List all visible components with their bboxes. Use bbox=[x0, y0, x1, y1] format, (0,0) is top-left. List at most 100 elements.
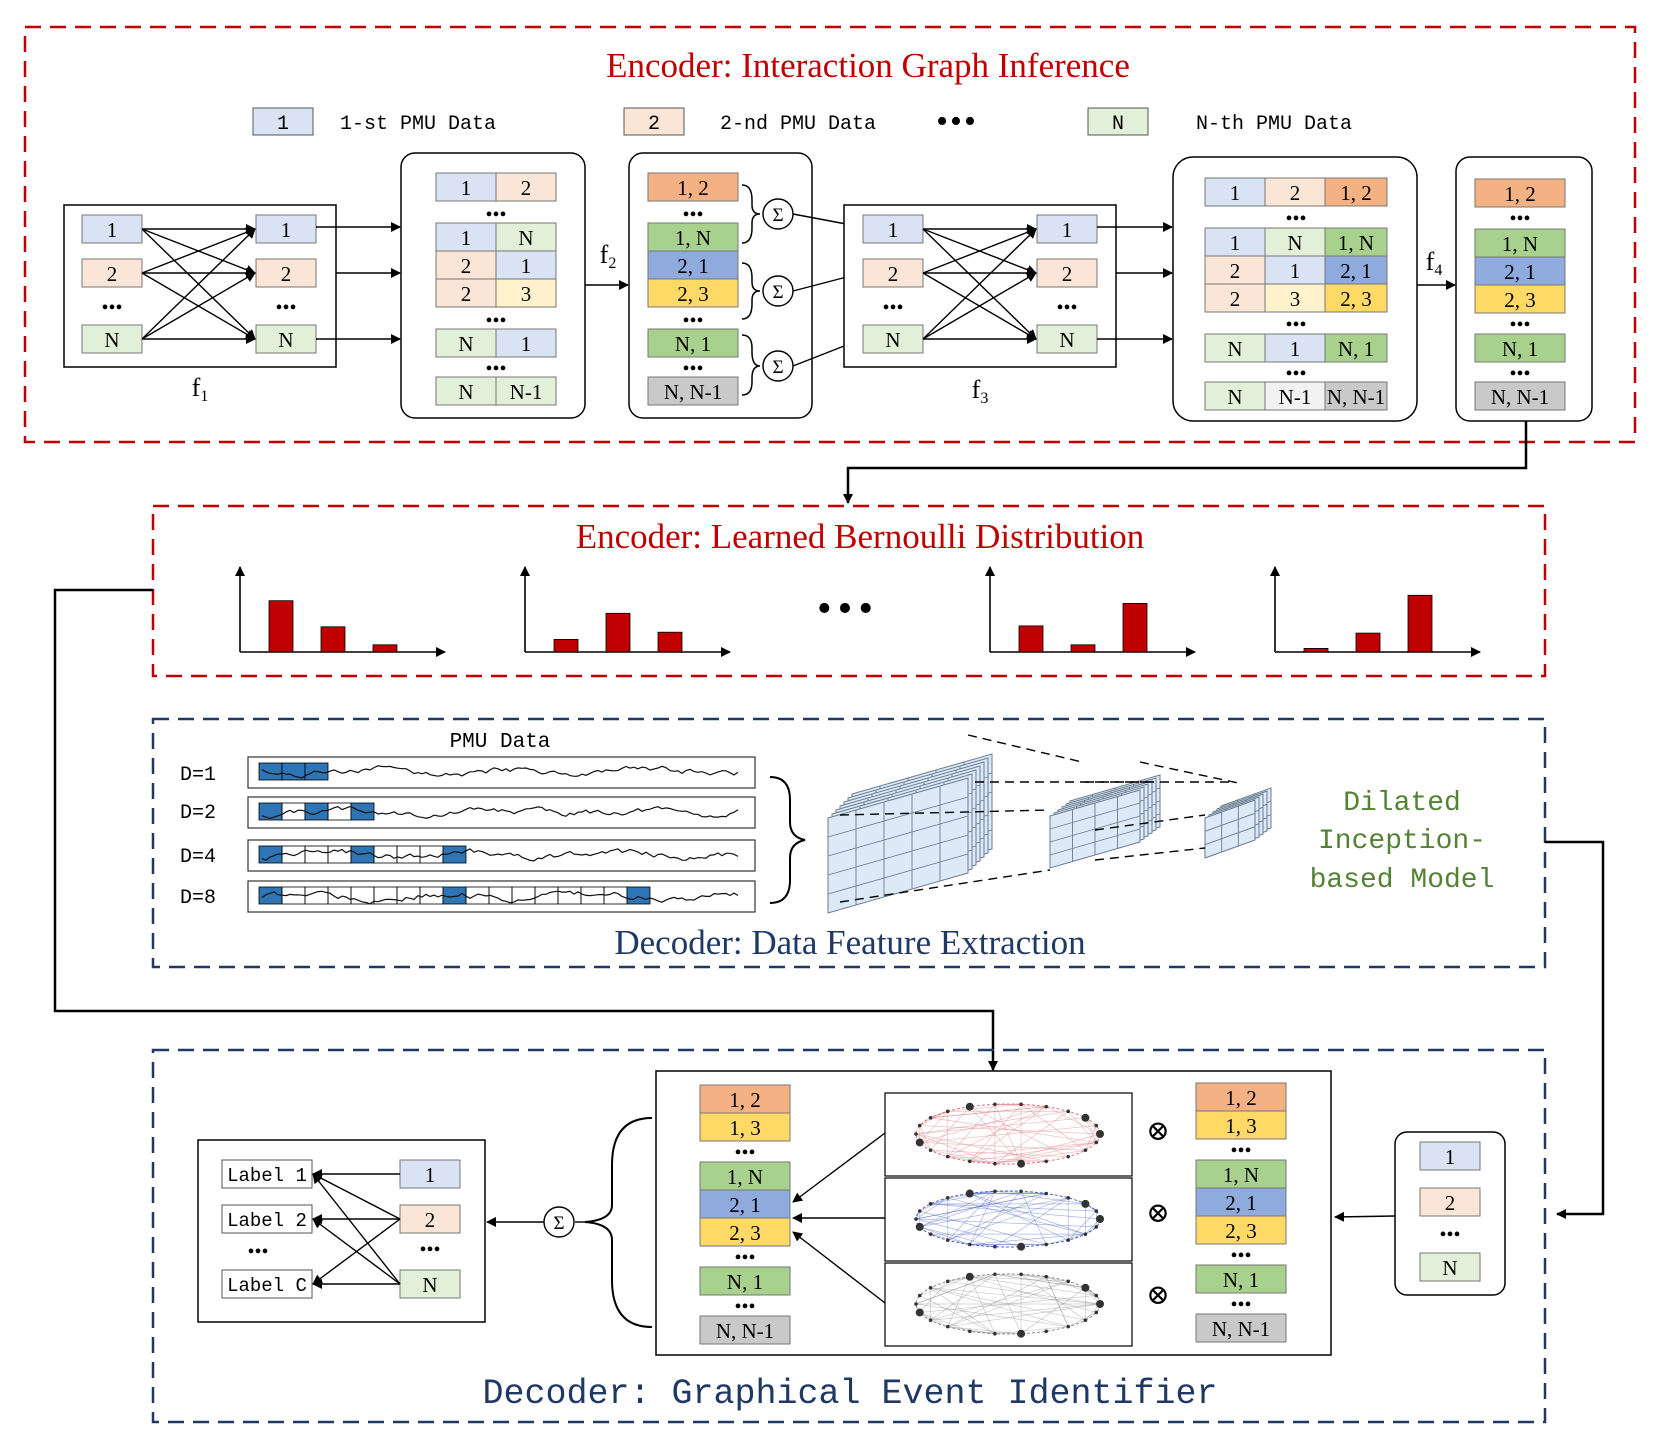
bar bbox=[268, 600, 294, 653]
graph-edge bbox=[930, 1287, 1069, 1328]
graph-node bbox=[1019, 1272, 1023, 1277]
bernoulli-dots: ••• bbox=[817, 586, 879, 632]
graph-edge bbox=[1045, 1276, 1069, 1327]
graph-node bbox=[1044, 1191, 1049, 1196]
graph-edge bbox=[1067, 1210, 1097, 1241]
graph-edge bbox=[930, 1287, 1086, 1321]
svg-text:1: 1 bbox=[461, 226, 472, 250]
svg-text:2, 3: 2, 3 bbox=[1225, 1219, 1257, 1243]
graph-node bbox=[993, 1189, 997, 1194]
svg-text:N, N-1: N, N-1 bbox=[716, 1319, 774, 1343]
feature-map-layer bbox=[827, 777, 969, 914]
graph-node bbox=[945, 1324, 950, 1329]
graph-edge bbox=[1020, 1104, 1086, 1151]
graph-edge bbox=[994, 1149, 1086, 1165]
bar bbox=[320, 626, 346, 653]
graph-edge bbox=[969, 1193, 1086, 1235]
graph-node bbox=[1083, 1318, 1088, 1323]
graph-edge bbox=[994, 1142, 1097, 1165]
otimes-symbol: ⊗ bbox=[1146, 1280, 1169, 1311]
svg-text:•••: ••• bbox=[734, 1247, 755, 1269]
bar bbox=[1355, 632, 1381, 653]
legend: 1 1-st PMU Data 2 2-nd PMU Data ••• N N-… bbox=[252, 103, 1352, 140]
graph-edge bbox=[947, 1326, 1022, 1335]
svg-text:2, 1: 2, 1 bbox=[677, 254, 709, 278]
graph-edge bbox=[919, 1190, 1022, 1228]
bar bbox=[1303, 648, 1329, 653]
connector-encoder-to-bernoulli bbox=[843, 421, 1528, 504]
encoder-graph-title: Encoder: Interaction Graph Inference bbox=[606, 46, 1130, 85]
graph-node bbox=[1096, 1300, 1104, 1308]
graph-node bbox=[1017, 1159, 1026, 1168]
svg-text:1: 1 bbox=[521, 254, 532, 278]
svg-text:1: 1 bbox=[1230, 181, 1241, 205]
graph-node bbox=[914, 1302, 918, 1306]
graph-edge bbox=[969, 1106, 1047, 1162]
graph-node bbox=[1044, 1329, 1049, 1334]
graph-node bbox=[1083, 1232, 1088, 1236]
graph-node bbox=[928, 1232, 933, 1236]
bar bbox=[1407, 594, 1433, 653]
graph-edge bbox=[947, 1280, 1101, 1305]
sum-node: Σ bbox=[772, 282, 783, 303]
svg-text:N: N bbox=[1059, 328, 1074, 352]
edge-pairs-box: 1 2 ••• 1 N 2 1 2 3 ••• N 1 ••• N N-1 bbox=[400, 152, 586, 419]
feature-map-grid bbox=[1204, 826, 1256, 846]
graph-edge bbox=[919, 1226, 970, 1245]
graph-node bbox=[917, 1209, 922, 1213]
graph-node bbox=[945, 1109, 950, 1114]
graph-node bbox=[1017, 1329, 1026, 1338]
dilation-rows: D=1 D=2 D=4 D=8 bbox=[180, 756, 806, 913]
graph-edge bbox=[969, 1106, 1069, 1157]
svg-text:•••: ••• bbox=[485, 204, 506, 226]
edge-triples-box: 1 2 1, 2 ••• 1 N 1, N 2 1 2, 1 2 3 2, 3 … bbox=[1172, 156, 1418, 422]
svg-text:2: 2 bbox=[1062, 262, 1073, 286]
graph-edge bbox=[915, 1197, 948, 1220]
graph-node bbox=[1019, 1102, 1023, 1107]
svg-text:•••: ••• bbox=[1230, 1140, 1251, 1162]
svg-text:N-1: N-1 bbox=[1279, 385, 1312, 409]
graph-node bbox=[928, 1148, 933, 1153]
svg-text:N: N bbox=[885, 328, 900, 352]
svg-text:1, 3: 1, 3 bbox=[1225, 1114, 1257, 1138]
svg-text:•••: ••• bbox=[275, 297, 296, 319]
graph-node bbox=[1017, 1242, 1026, 1251]
graph-edge bbox=[969, 1104, 1022, 1162]
bernoulli-charts bbox=[235, 566, 1481, 657]
svg-text:N: N bbox=[1287, 231, 1302, 255]
graph-edge bbox=[947, 1197, 1069, 1241]
edge-embeddings-box: 1, 2 ••• 1, N 2, 1 2, 3 ••• N, 1 ••• N, … bbox=[1455, 156, 1593, 422]
graph-edge bbox=[969, 1191, 996, 1245]
graph-edge bbox=[947, 1326, 995, 1335]
graph-node bbox=[967, 1159, 972, 1164]
svg-text:N: N bbox=[458, 332, 473, 356]
legend-label-1: 1-st PMU Data bbox=[340, 113, 496, 136]
f1-block: 1 2 N 1 2 N ••• ••• f1 bbox=[63, 204, 337, 405]
graph-edge bbox=[930, 1106, 1047, 1119]
f3-block: 1 2 N 1 2 N ••• ••• f3 bbox=[843, 204, 1117, 407]
graph-edge bbox=[969, 1233, 1086, 1245]
svg-text:N: N bbox=[1227, 385, 1242, 409]
graph-node bbox=[1094, 1293, 1099, 1298]
graph-edge bbox=[919, 1190, 996, 1228]
graph-edge bbox=[915, 1193, 1047, 1220]
graph-edge bbox=[915, 1193, 1047, 1220]
graph-edge bbox=[1046, 1233, 1086, 1245]
decoder-identifier-title: Decoder: Graphical Event Identifier bbox=[482, 1374, 1217, 1414]
graph-edge bbox=[1068, 1312, 1097, 1327]
graph-edge bbox=[919, 1197, 948, 1212]
graph-node bbox=[1066, 1109, 1071, 1114]
svg-text:1, 2: 1, 2 bbox=[677, 176, 709, 200]
graph-node bbox=[993, 1272, 997, 1277]
graph-edge bbox=[930, 1149, 995, 1165]
connector-feature-to-identifier bbox=[1545, 840, 1605, 1219]
pmu-data-title: PMU Data bbox=[450, 731, 551, 754]
graph-node bbox=[1044, 1159, 1049, 1164]
graph-edge bbox=[947, 1280, 1069, 1328]
sum-node: Σ bbox=[553, 1213, 564, 1234]
svg-text:2: 2 bbox=[425, 1208, 436, 1232]
svg-text:1: 1 bbox=[281, 218, 292, 242]
graph-node bbox=[1094, 1310, 1099, 1315]
dilation-label: D=1 bbox=[180, 764, 216, 787]
graph-edge bbox=[919, 1295, 1097, 1313]
